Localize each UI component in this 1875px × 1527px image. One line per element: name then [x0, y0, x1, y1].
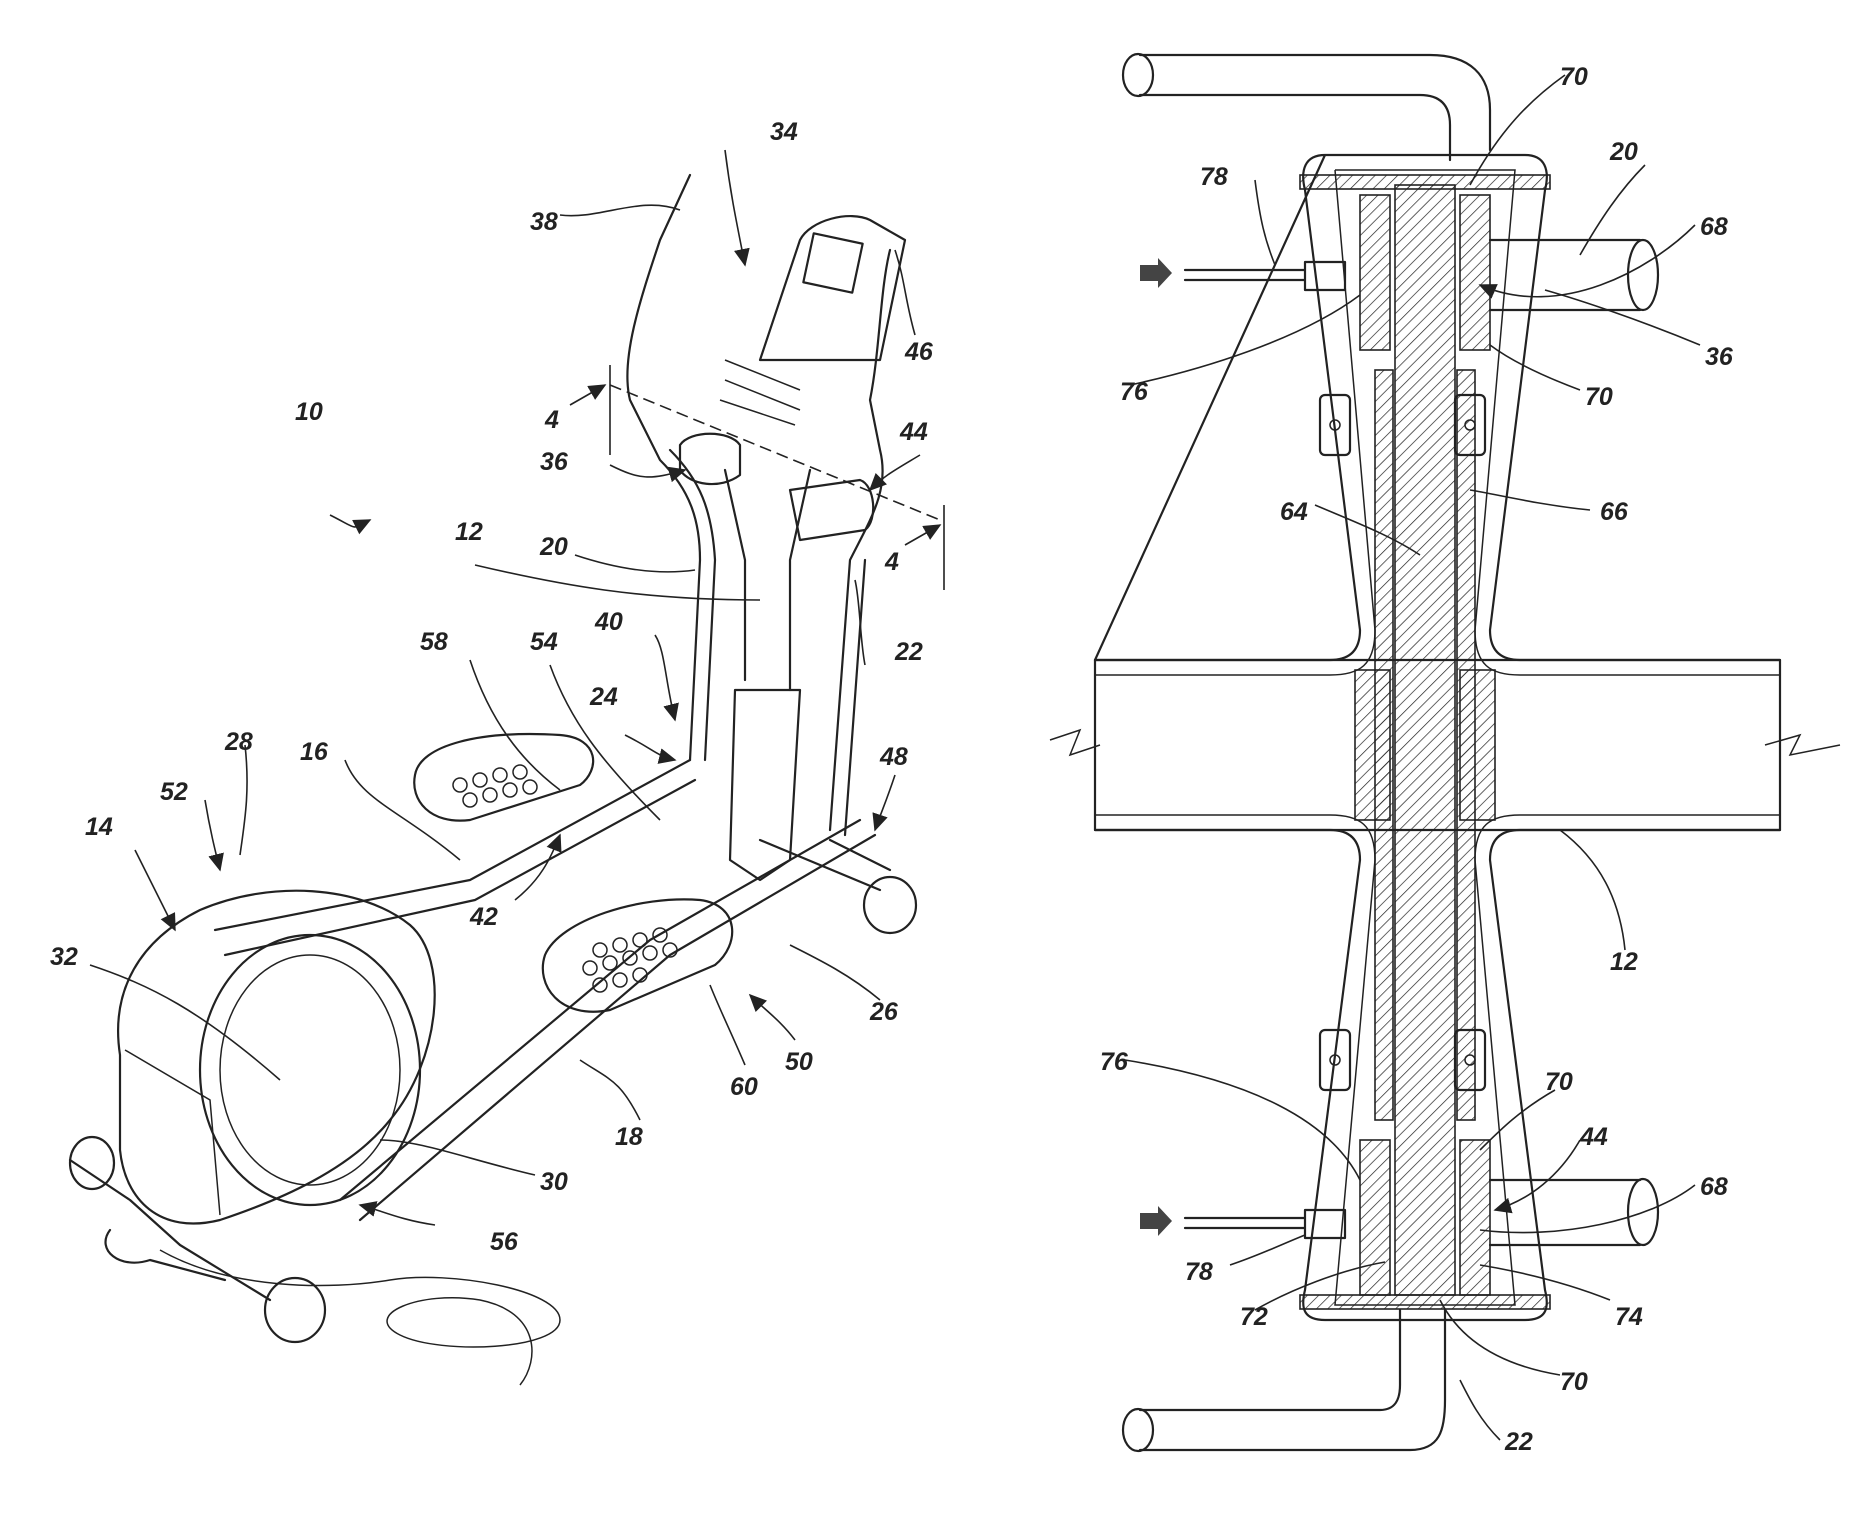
ref-36: 36: [540, 448, 569, 476]
ref-22-right: 22: [1504, 1428, 1533, 1456]
ref-20: 20: [539, 533, 568, 561]
flow-arrow-lower: [1140, 1206, 1172, 1236]
ref-12-right: 12: [1610, 948, 1638, 976]
pedal-grips: [453, 765, 677, 992]
ref-70-top: 70: [1560, 63, 1588, 91]
grease-fitting-78-lower: [1185, 1210, 1345, 1238]
ref-72: 72: [1240, 1303, 1268, 1331]
pedal-60: [543, 899, 732, 1011]
upright-post-12: [725, 470, 810, 690]
ref-70-upper: 70: [1585, 383, 1613, 411]
bottom-handle-tube: [1140, 1310, 1445, 1450]
pedal-58: [414, 734, 593, 821]
console-screen: [803, 233, 862, 292]
ref-42: 42: [469, 903, 498, 931]
arm-tube-20: [1490, 240, 1640, 310]
ref-78-lower: 78: [1185, 1258, 1213, 1286]
ref-64: 64: [1280, 498, 1308, 526]
ref-58: 58: [420, 628, 448, 656]
ref-34: 34: [770, 118, 798, 146]
arm-tube-44: [1490, 1180, 1640, 1245]
top-handle-tube: [1140, 55, 1490, 160]
ref-10: 10: [295, 398, 323, 426]
ref-52: 52: [160, 778, 188, 806]
ref-46: 46: [904, 338, 934, 366]
ref-54: 54: [530, 628, 558, 656]
ref-50: 50: [785, 1048, 813, 1076]
ref-18: 18: [615, 1123, 643, 1151]
ref-20-right: 20: [1609, 138, 1638, 166]
ref-40: 40: [594, 608, 623, 636]
bearing-70-lower-left: [1360, 1140, 1390, 1295]
ref-76-upper: 76: [1120, 378, 1149, 406]
ref-60: 60: [730, 1073, 758, 1101]
ref-74: 74: [1615, 1303, 1643, 1331]
ref-66: 66: [1600, 498, 1629, 526]
ref-68-lower: 68: [1700, 1173, 1728, 1201]
ref-16: 16: [300, 738, 329, 766]
ref-70-lower: 70: [1545, 1068, 1573, 1096]
ref-48: 48: [879, 743, 908, 771]
ref-36-right: 36: [1705, 343, 1734, 371]
ref-76-lower: 76: [1100, 1048, 1129, 1076]
ref-68-upper: 68: [1700, 213, 1728, 241]
shaft-64: [1395, 185, 1455, 1295]
section-label-4-right: 4: [884, 548, 899, 576]
flow-arrow-upper: [1140, 258, 1172, 288]
bearing-70-upper-left: [1360, 195, 1390, 350]
handle-arm-20: [627, 175, 700, 760]
ref-78-upper: 78: [1200, 163, 1228, 191]
ref-14: 14: [85, 813, 113, 841]
ref-24: 24: [589, 683, 618, 711]
ref-30: 30: [540, 1168, 568, 1196]
section-line-4: [610, 385, 940, 520]
section-view-drawing: 70 20 78 68 36 76 70 64 66 12 76 70 44 6…: [1050, 54, 1840, 1456]
ref-70-bottom: 70: [1560, 1368, 1588, 1396]
frame-rail-18: [340, 820, 860, 1200]
ref-26: 26: [869, 998, 899, 1026]
section-label-4-left: 4: [544, 406, 559, 434]
flywheel-disc: [200, 935, 420, 1205]
pivot-44: [790, 480, 873, 540]
ref-56: 56: [490, 1228, 519, 1256]
bearing-70-upper-right: [1460, 195, 1490, 350]
ref-12: 12: [455, 518, 483, 546]
ref-38: 38: [530, 208, 558, 236]
ref-22: 22: [894, 638, 923, 666]
pivot-36: [680, 434, 740, 484]
ref-44-right: 44: [1579, 1123, 1608, 1151]
ref-28: 28: [224, 728, 253, 756]
elliptical-machine-drawing: 10 12 14 16 18 20 22 24 26 28 30 32 34 3…: [50, 118, 944, 1385]
bearing-70-lower-right: [1460, 1140, 1490, 1295]
ref-44: 44: [899, 418, 928, 446]
ref-32: 32: [50, 943, 78, 971]
